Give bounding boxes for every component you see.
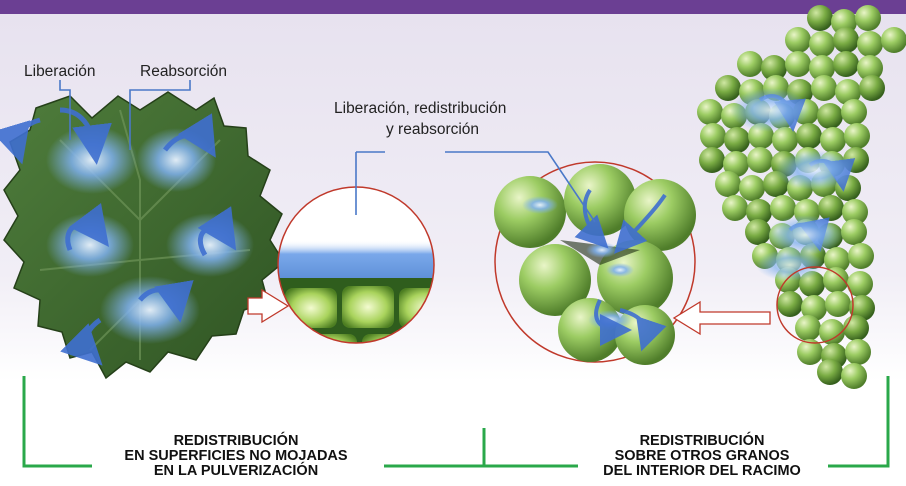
caption-right: REDISTRIBUCIÓN SOBRE OTROS GRANOS DEL IN… (582, 434, 822, 479)
grape-berry (770, 195, 796, 221)
grape-berry (801, 295, 827, 321)
grape-berry (845, 339, 871, 365)
grape-berry (849, 295, 875, 321)
grape-berry (811, 75, 837, 101)
grape-berry (817, 359, 843, 385)
bracket-lines (22, 376, 890, 468)
label-liberacion: Liberación (24, 63, 96, 80)
grape-berry (795, 315, 821, 341)
grape-berry (835, 79, 861, 105)
grape-berry (722, 195, 748, 221)
header-bar (0, 0, 906, 14)
grape-berry (739, 175, 765, 201)
caption-right-line3: DEL INTERIOR DEL RACIMO (603, 463, 801, 479)
grape-berry (737, 51, 763, 77)
grape-berry (841, 219, 867, 245)
caption-left-line2: EN SUPERFICIES NO MOJADAS (124, 448, 348, 464)
grape-closeup (494, 161, 696, 365)
grape-berry (796, 123, 822, 149)
grape-berry (855, 5, 881, 31)
connector-arrow-bunch (672, 300, 771, 336)
grape-berry (747, 147, 773, 173)
grape-berry (817, 103, 843, 129)
grape-berry (823, 267, 849, 293)
caption-left: REDISTRIBUCIÓN EN SUPERFICIES NO MOJADAS… (96, 434, 376, 479)
leader-lines (59, 80, 596, 223)
grape-berry (723, 151, 749, 177)
caption-right-line1: REDISTRIBUCIÓN (639, 433, 765, 449)
grape-berry (785, 27, 811, 53)
label-middle-line2: y reabsorción (386, 121, 480, 138)
grape-berry (772, 127, 798, 153)
grape-berry (777, 291, 803, 317)
grape-berry (841, 99, 867, 125)
grape-berry (724, 127, 750, 153)
grape-berry (745, 219, 771, 245)
grape-berry (697, 99, 723, 125)
grape-berry (844, 123, 870, 149)
surface-magnifier (277, 186, 435, 344)
grape-berry (833, 51, 859, 77)
grape-berry (847, 271, 873, 297)
grape-berry (843, 315, 869, 341)
grape-berry (819, 319, 845, 345)
leaf-redistribution-arrows (0, 107, 237, 366)
grape-berry (824, 247, 850, 273)
grape-berry (715, 171, 741, 197)
grape-berry (809, 55, 835, 81)
grape-berry (785, 51, 811, 77)
grape-berry (841, 363, 867, 389)
grape-berry (848, 243, 874, 269)
grape-berry (715, 75, 741, 101)
grape-berry (746, 199, 772, 225)
grape-berry (833, 27, 859, 53)
caption-right-line2: SOBRE OTROS GRANOS (614, 448, 790, 464)
vine-leaf (0, 91, 285, 380)
grape-berry (797, 339, 823, 365)
grape-berry (842, 199, 868, 225)
grape-berry (699, 147, 725, 173)
grape-berry (857, 31, 883, 57)
grape-berry (700, 123, 726, 149)
label-reabsorcion: Reabsorción (140, 63, 228, 80)
label-middle-line1: Liberación, redistribución (334, 100, 507, 117)
grape-berry (809, 31, 835, 57)
grape-berry (820, 127, 846, 153)
caption-left-line3: EN LA PULVERIZACIÓN (153, 463, 319, 479)
grape-berry (825, 291, 851, 317)
grape-berry (761, 55, 787, 81)
grape-berry (857, 55, 883, 81)
caption-left-line1: REDISTRIBUCIÓN (173, 433, 299, 449)
connector-arrow-leaf (247, 288, 290, 324)
grape-berry (881, 27, 906, 53)
grape-berry (807, 5, 833, 31)
grape-berry (818, 195, 844, 221)
grape-bunch (697, 5, 906, 389)
grape-berry (859, 75, 885, 101)
